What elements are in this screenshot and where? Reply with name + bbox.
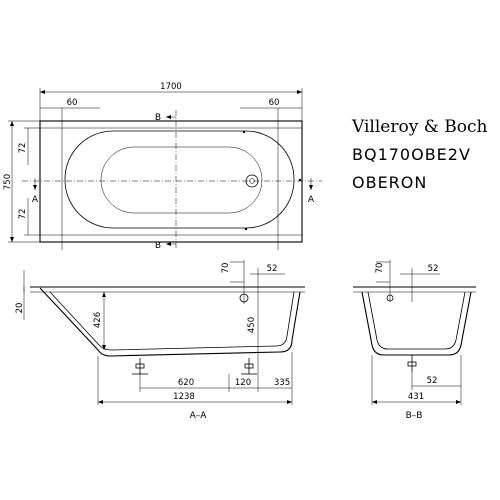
bathtub-outline bbox=[39, 120, 303, 243]
bathtub-profile bbox=[39, 287, 301, 357]
dim-width: 750 bbox=[3, 174, 13, 190]
basin-outline bbox=[64, 130, 295, 229]
section-bb: 52 70 52 431 B–B bbox=[353, 260, 476, 421]
section-a-marker-right: A bbox=[308, 195, 315, 205]
aa-overflow-offset: 70 bbox=[221, 263, 231, 274]
dim-rim-right: 60 bbox=[269, 98, 280, 108]
dim-length: 1700 bbox=[160, 82, 182, 92]
plan-view: 1700 60 60 B B A A 750 72 72 bbox=[3, 82, 322, 251]
bathtub-cross-section bbox=[361, 291, 472, 356]
bb-bottom-width: 431 bbox=[408, 392, 424, 402]
aa-depth: 426 bbox=[93, 312, 103, 328]
dim-rim-bottom: 72 bbox=[18, 209, 28, 220]
section-b-marker-bottom: B bbox=[155, 241, 161, 251]
section-bb-label: B–B bbox=[406, 411, 423, 421]
aa-overflow-width: 52 bbox=[267, 264, 278, 274]
section-aa: 52 70 450 426 20 620 120 bbox=[15, 260, 305, 421]
aa-waste-height: 450 bbox=[247, 317, 257, 333]
section-b-marker-top: B bbox=[155, 113, 161, 123]
aa-overall-inner: 1238 bbox=[173, 392, 195, 402]
foot-right bbox=[241, 358, 257, 375]
section-aa-label: A–A bbox=[190, 411, 208, 421]
bb-overflow-offset: 70 bbox=[375, 263, 385, 274]
basin-floor bbox=[100, 146, 263, 214]
bb-overflow-width: 52 bbox=[428, 264, 439, 274]
series-name: OBERON bbox=[352, 173, 427, 192]
section-a-marker-left: A bbox=[32, 195, 39, 205]
aa-foot-gap: 120 bbox=[235, 378, 251, 388]
dim-rim-left: 60 bbox=[67, 98, 78, 108]
brand-logo: Villeroy & Boch bbox=[351, 117, 488, 137]
dim-rim-top: 72 bbox=[18, 143, 28, 154]
model-code: BQ170OBE2V bbox=[352, 145, 471, 164]
aa-rim-height: 20 bbox=[15, 303, 25, 314]
foot-left bbox=[132, 358, 148, 375]
aa-waste-to-foot: 620 bbox=[178, 378, 194, 388]
aa-waste-to-end: 335 bbox=[274, 378, 290, 388]
bb-waste-offset: 52 bbox=[427, 376, 438, 386]
